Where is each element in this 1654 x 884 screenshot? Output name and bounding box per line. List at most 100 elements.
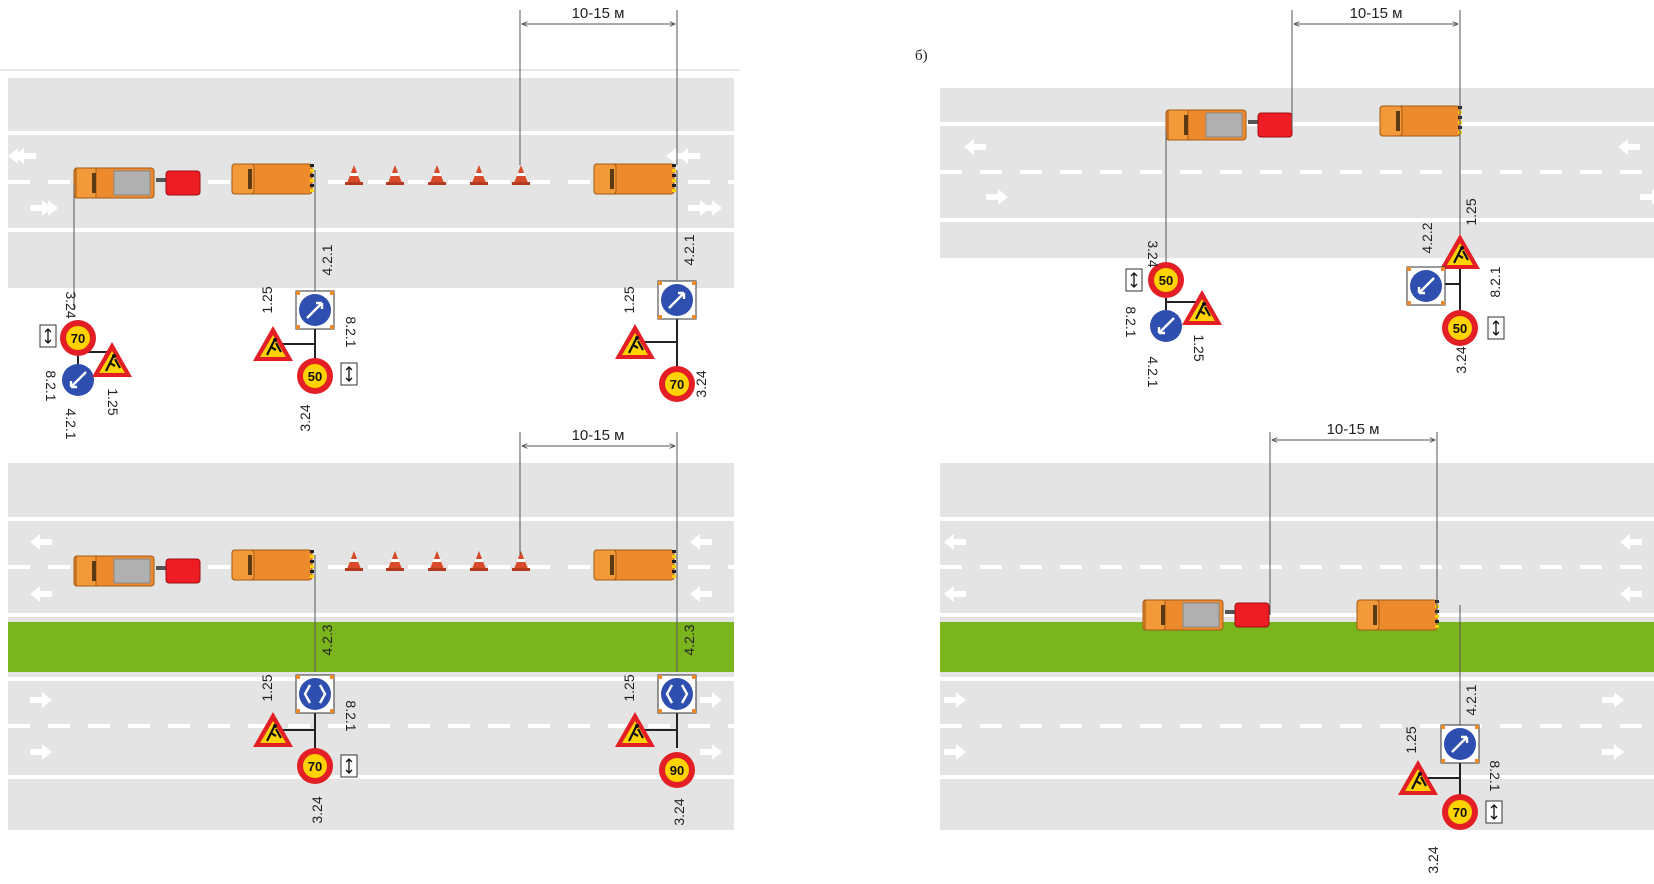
speed-limit-sign-icon: 50 [297, 358, 333, 394]
arrow-left-icon [1618, 139, 1640, 155]
sign-code-label: 3.24 [63, 291, 79, 318]
traffic-cone-icon [470, 551, 488, 571]
arrow-right-icon [700, 744, 722, 760]
speed-limit-sign-icon: 50 [1442, 310, 1478, 346]
arrow-left-icon [678, 148, 700, 164]
keep-right-sign-icon [1440, 724, 1480, 764]
arrow-right-icon [1602, 692, 1624, 708]
speed-limit-value: 70 [308, 759, 322, 774]
truck-icon [1356, 599, 1439, 631]
pass-either-side-sign-icon [295, 674, 335, 714]
arrow-right-icon [30, 744, 52, 760]
sign-code-label: 3.24 [671, 798, 687, 825]
arrow-right-icon [944, 692, 966, 708]
sign-stands: 70 3.24 8.2.1 4.2.1 1.25 50 4.2.1 1.25 8.2.1 3.24… [39, 198, 1505, 874]
sign-code-label: 1.25 [621, 674, 637, 701]
roadworks-sign-icon [1440, 234, 1480, 269]
truck-icon [231, 163, 314, 195]
speed-limit-sign-icon: 70 [659, 366, 695, 402]
arrow-left-icon [30, 586, 52, 602]
sign-code-label: 1.25 [259, 286, 275, 313]
vehicles [73, 105, 1462, 631]
sign-code-label: 8.2.1 [1123, 306, 1139, 337]
sign-code-label: 3.24 [297, 404, 313, 431]
median-strip [8, 622, 734, 672]
keep-left-sign-icon [62, 364, 94, 396]
traffic-cone-icon [386, 551, 404, 571]
speed-limit-sign-icon: 70 [297, 748, 333, 784]
speed-limit-value: 70 [1453, 805, 1467, 820]
arrow-right-icon [36, 200, 58, 216]
sign-code-label: 3.24 [693, 370, 709, 397]
sign-code-label: 1.25 [1191, 334, 1207, 361]
traffic-cone-icon [428, 165, 446, 185]
sign-code-label: 1.25 [259, 674, 275, 701]
truck-icon [1379, 105, 1462, 137]
traffic-cone-icon [345, 551, 363, 571]
distance-plate-icon [39, 324, 57, 348]
sign-code-label: 3.24 [1453, 346, 1469, 373]
trailer-icon [156, 558, 201, 584]
speed-limit-value: 70 [670, 377, 684, 392]
arrow-left-icon [1620, 586, 1642, 602]
arrow-right-icon [688, 200, 710, 216]
distance-label: 10-15 м [1327, 421, 1380, 438]
traffic-cone-icon [512, 551, 530, 571]
sign-code-label: 1.25 [1463, 198, 1479, 225]
trailer-icon [1225, 602, 1270, 628]
traffic-cone-icon [428, 551, 446, 571]
roadworks-sign-icon [615, 712, 655, 747]
speed-limit-value: 50 [1159, 273, 1173, 288]
keep-left-sign-icon [1150, 310, 1182, 342]
truck-icon [231, 549, 314, 581]
arrow-left-icon [14, 148, 36, 164]
traffic-cone-icon [512, 165, 530, 185]
arrow-right-icon [30, 692, 52, 708]
sign-code-label: 4.2.3 [319, 624, 335, 655]
sign-code-label: 8.2.1 [1487, 266, 1503, 297]
roadworks-sign-icon [253, 326, 293, 361]
traffic-cone-icon [386, 165, 404, 185]
sign-code-label: 4.2.2 [1419, 222, 1435, 253]
roadworks-sign-icon [615, 324, 655, 359]
truck-icon [1165, 109, 1247, 141]
leader-lines [73, 112, 1461, 728]
sign-code-label: 8.2.1 [343, 700, 359, 731]
sign-code-label: 3.24 [1145, 240, 1161, 267]
arrow-left-icon [1620, 534, 1642, 550]
arrow-right-icon [1640, 189, 1654, 205]
arrow-right-icon [944, 744, 966, 760]
dimension-lines [519, 10, 1461, 615]
arrow-left-icon [690, 586, 712, 602]
keep-left-sign-icon [1406, 266, 1446, 306]
sign-code-label: 8.2.1 [343, 316, 359, 347]
traffic-cones [345, 165, 530, 571]
sign-code-label: 4.2.1 [1463, 684, 1479, 715]
speed-limit-sign-icon: 70 [60, 320, 96, 356]
distance-plate-icon [1485, 800, 1503, 824]
speed-limit-value: 70 [71, 331, 85, 346]
sign-code-label: 4.2.3 [681, 624, 697, 655]
keep-right-sign-icon [657, 280, 697, 320]
truck-icon [73, 555, 155, 587]
keep-right-sign-icon [295, 290, 335, 330]
arrow-left-icon [944, 586, 966, 602]
speed-limit-sign-icon: 90 [659, 752, 695, 788]
distance-plate-icon [340, 754, 358, 778]
sign-code-label: 8.2.1 [1487, 760, 1503, 791]
distance-label: 10-15 м [1350, 5, 1403, 22]
sign-code-label: 4.2.1 [1145, 356, 1161, 387]
speed-limit-sign-icon: 50 [1148, 262, 1184, 298]
trailer-icon [156, 170, 201, 196]
median-strip [940, 622, 1654, 672]
arrow-left-icon [944, 534, 966, 550]
distance-plate-icon [1487, 316, 1505, 340]
speed-limit-value: 50 [1453, 321, 1467, 336]
speed-limit-value: 90 [670, 763, 684, 778]
distance-label: 10-15 м [572, 5, 625, 22]
speed-limit-value: 50 [308, 369, 322, 384]
truck-icon [593, 549, 676, 581]
arrow-left-icon [964, 139, 986, 155]
arrow-right-icon [986, 189, 1008, 205]
